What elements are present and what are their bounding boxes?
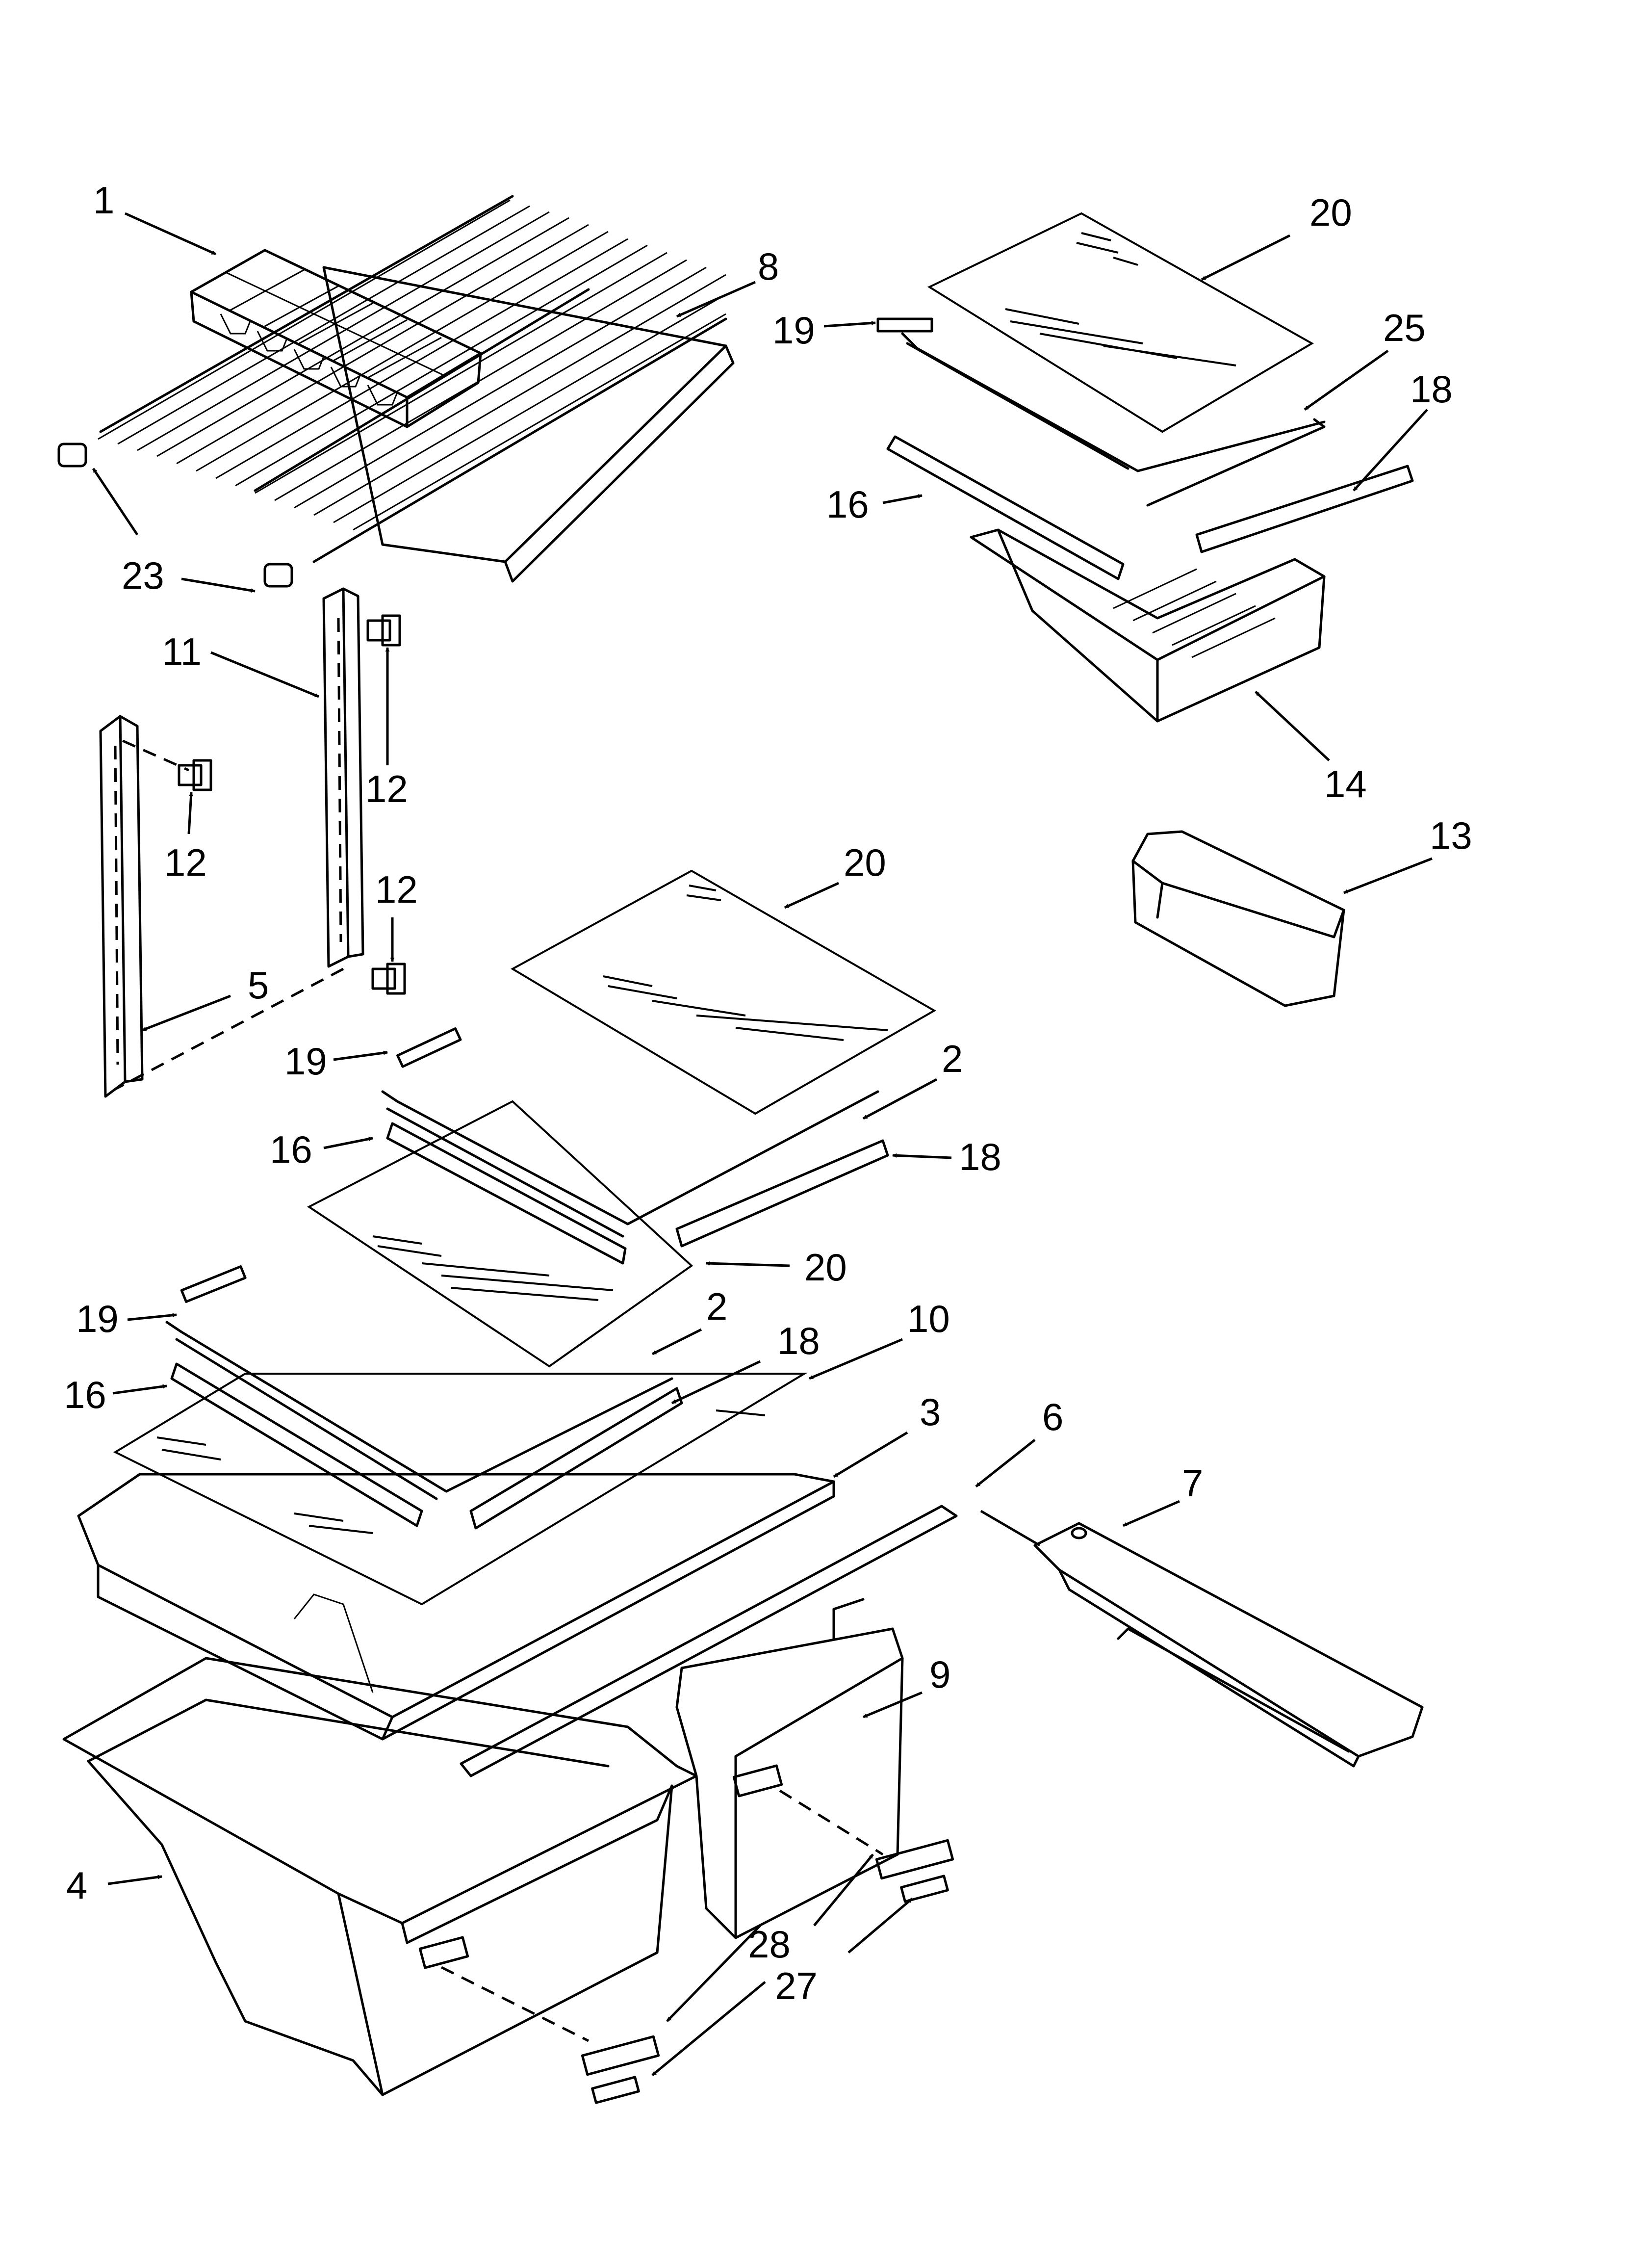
callout-16-low: 16: [64, 1373, 106, 1416]
crisper-cover-frame: [876, 317, 1414, 580]
callout-20-top: 20: [1309, 191, 1352, 234]
crisper-drawer-4: [62, 1657, 884, 2096]
callout-18-mid: 18: [959, 1135, 1001, 1178]
callout-7: 7: [1182, 1461, 1203, 1505]
drawer-glides: [581, 1839, 954, 2104]
leader-lines: [92, 212, 1433, 2076]
callout-25: 25: [1383, 306, 1426, 349]
callout-labels: 1 8 23 11 12 12 12 5 20 19 25 18 16 14 1…: [64, 179, 1472, 2007]
trim-16-top: [886, 435, 1125, 580]
callout-16-mid: 16: [270, 1128, 312, 1171]
trim-18-low: [469, 1387, 683, 1530]
trim-16-low: [170, 1362, 423, 1527]
glide-27-left: [591, 2076, 640, 2104]
callout-12-top: 12: [365, 767, 408, 810]
callout-28: 28: [748, 1923, 791, 1966]
callout-19-low: 19: [76, 1297, 119, 1340]
callout-18-top: 18: [1410, 367, 1453, 411]
shelf-bumper-right-icon: [263, 563, 293, 588]
callout-14: 14: [1324, 762, 1367, 806]
callout-20-low: 20: [804, 1246, 847, 1289]
callout-20-mid: 20: [844, 841, 886, 884]
glide-28-right: [875, 1839, 954, 1880]
trim-16-mid: [386, 1122, 627, 1265]
trim-19-mid: [396, 1027, 462, 1068]
ice-tray: [190, 249, 482, 428]
divider-rail-6: [460, 1505, 958, 1777]
shelf-ladder-left: [99, 715, 190, 1098]
screw-bottom-icon: [371, 963, 406, 995]
shelf-ladder-right: [114, 587, 364, 1091]
callout-13: 13: [1430, 814, 1472, 857]
callout-19-mid: 19: [284, 1040, 327, 1083]
crisper-control-7: [1033, 1522, 1424, 1768]
trim-19-top: [876, 317, 933, 333]
trim-18-top: [1195, 465, 1414, 553]
crisper-cover-glass: [927, 212, 1314, 433]
crisper-cover-10: [113, 1373, 808, 1606]
callout-16-top: 16: [826, 483, 869, 526]
middle-shelf-glass: [510, 869, 937, 1115]
callout-8: 8: [758, 245, 779, 288]
lower-shelf-glass: [307, 1100, 693, 1368]
callout-9: 9: [929, 1653, 950, 1696]
lower-shelf-frame: [165, 1265, 683, 1530]
trim-19-low: [180, 1265, 247, 1303]
crisper-frame-3: [77, 1473, 835, 1741]
crisper-drawer-14: [970, 528, 1326, 723]
callout-2-mid: 2: [942, 1037, 963, 1080]
screw-icons: [178, 614, 406, 995]
callout-1: 1: [93, 179, 114, 222]
callout-2-low: 2: [706, 1285, 727, 1328]
middle-shelf-frame: [381, 1027, 889, 1265]
callout-10: 10: [907, 1297, 950, 1340]
callout-19-top: 19: [772, 309, 815, 352]
door-bin-13: [1131, 830, 1345, 1007]
crisper-drawer-9: [675, 1598, 904, 1939]
callout-4: 4: [66, 1864, 87, 1907]
callout-6: 6: [1042, 1395, 1063, 1438]
wire-shelf: [57, 195, 735, 588]
callout-12-mid: 12: [164, 841, 207, 884]
screw-top-icon: [366, 614, 401, 647]
callout-5: 5: [248, 964, 269, 1007]
callout-23: 23: [122, 554, 164, 597]
callout-12-bottom: 12: [375, 868, 418, 911]
callout-11: 11: [162, 630, 202, 673]
glide-28-left: [581, 2035, 660, 2076]
shelf-bumper-left-icon: [57, 443, 87, 468]
glide-27-right: [900, 1875, 949, 1903]
callout-18-low: 18: [777, 1319, 820, 1362]
callout-3: 3: [920, 1390, 941, 1434]
callout-27: 27: [775, 1964, 818, 2007]
trim-18-mid: [675, 1139, 889, 1248]
screw-mid-icon: [178, 759, 212, 791]
